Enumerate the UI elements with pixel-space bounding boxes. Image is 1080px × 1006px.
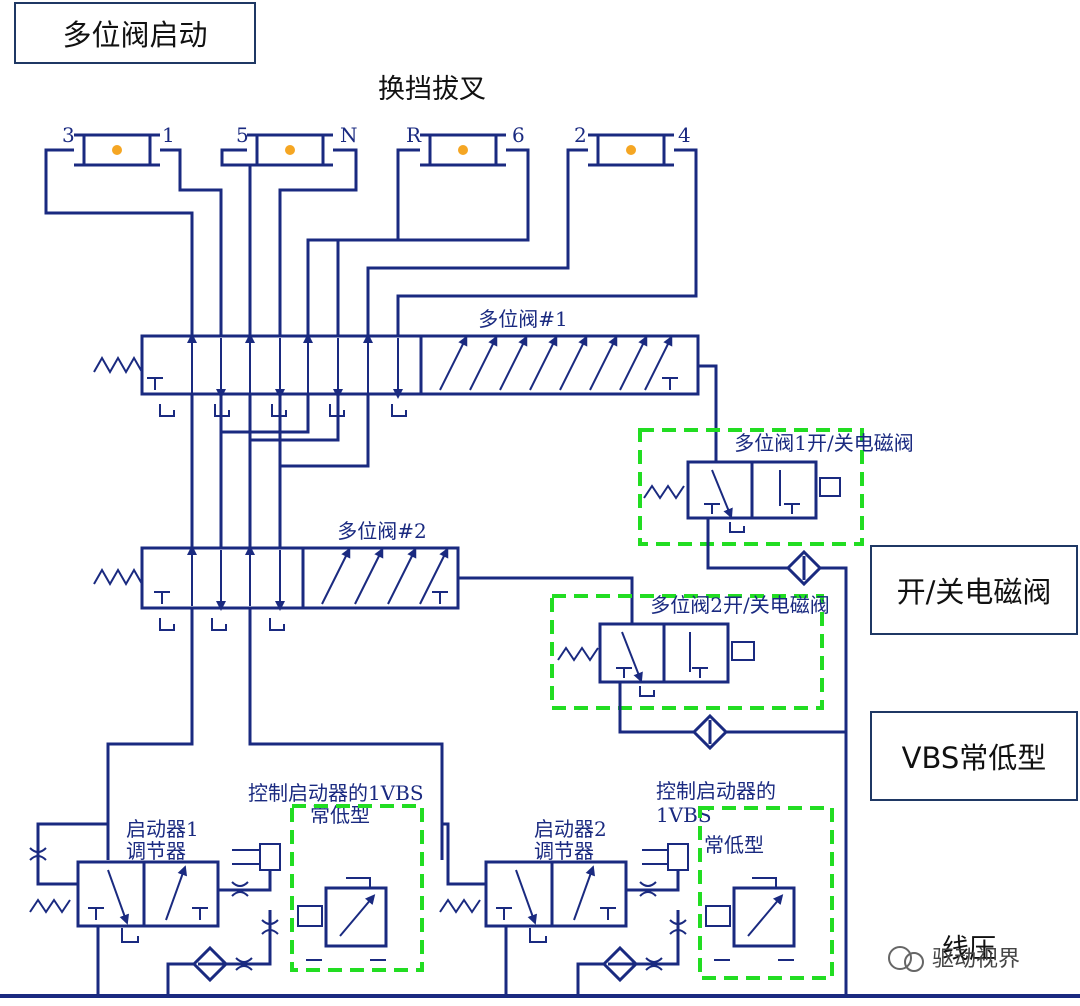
actuator-1-regulator: 启动器1 调节器 控制启动器的1VBS 常低型 xyxy=(29,781,424,996)
orifice-icon xyxy=(639,881,657,897)
fork-label-left: 3 xyxy=(62,123,75,147)
exhaust-ports xyxy=(159,618,285,631)
onoff-solenoid-callout: 开/关电磁阀 xyxy=(870,545,1078,635)
shift-fork-label: 换挡拔叉 xyxy=(378,74,486,105)
line-pressure-label: 线压 xyxy=(942,934,996,965)
title-callout: 多位阀启动 xyxy=(14,2,256,64)
actuator-2-vbs-line1: 控制启动器的 xyxy=(656,779,776,803)
shift-fork-3-1: 3 1 xyxy=(62,123,175,167)
accumulator-icon xyxy=(259,843,281,871)
filter-icon xyxy=(191,945,229,983)
port-dot-icon xyxy=(458,145,468,155)
fork-label-right: 6 xyxy=(512,123,525,147)
fork-label-right: 4 xyxy=(678,123,691,147)
mv2-onoff-solenoid: 多位阀2开/关电磁阀 xyxy=(550,593,846,751)
spring-icon xyxy=(93,355,143,375)
onoff-solenoid-callout-text: 开/关电磁阀 xyxy=(896,575,1052,609)
actuator-2-label-line2: 调节器 xyxy=(534,839,594,863)
accumulator-icon xyxy=(667,843,689,871)
spring-icon xyxy=(439,898,481,914)
actuator-2-label-line1: 启动器2 xyxy=(534,817,607,841)
multiplex-valve-2-label: 多位阀#2 xyxy=(337,519,426,543)
actuator-1-vbs-line1: 控制启动器的1VBS xyxy=(248,781,424,805)
coil-icon xyxy=(297,905,323,927)
feed-actuator-1 xyxy=(106,608,194,860)
mv1-onoff-solenoid: 多位阀1开/关电磁阀 xyxy=(638,428,914,996)
title-text: 多位阀启动 xyxy=(62,18,208,52)
actuator-2-vbs-line3: 常低型 xyxy=(704,833,764,857)
fork-piping xyxy=(44,148,698,340)
shift-fork-r-6: R 6 xyxy=(406,123,525,167)
fork-label-left: 5 xyxy=(236,123,249,147)
watermark: 驱动视界 xyxy=(888,946,1020,972)
port-dot-icon xyxy=(112,145,122,155)
filter-icon xyxy=(601,945,639,983)
fork-label-left: 2 xyxy=(574,123,587,147)
multiplex-valve-2: 多位阀#2 xyxy=(93,519,634,631)
fork-label-right: 1 xyxy=(162,123,175,147)
multiplex-valve-1-label: 多位阀#1 xyxy=(478,307,567,331)
mv2-onoff-solenoid-label: 多位阀2开/关电磁阀 xyxy=(650,593,829,617)
orifice-icon xyxy=(645,957,663,971)
coil-icon xyxy=(705,905,731,927)
port-dot-icon xyxy=(626,145,636,155)
actuator-1-label-line1: 启动器1 xyxy=(126,817,199,841)
wechat-icon xyxy=(888,946,912,970)
port-dot-icon xyxy=(285,145,295,155)
shift-fork-2-4: 2 4 xyxy=(574,123,691,167)
orifice-icon xyxy=(231,881,249,897)
actuator-1-label-line2: 调节器 xyxy=(126,839,186,863)
orifice-icon xyxy=(29,847,47,861)
vbs-callout-text: VBS常低型 xyxy=(901,741,1047,775)
filter-icon xyxy=(785,549,823,587)
spring-icon xyxy=(557,646,599,662)
shift-fork-5-n: 5 N xyxy=(236,123,358,167)
mv1-onoff-solenoid-label: 多位阀1开/关电磁阀 xyxy=(734,431,913,455)
fork-label-right: N xyxy=(340,123,358,147)
orifice-icon xyxy=(235,957,253,971)
crossover-piping xyxy=(190,364,718,552)
actuator-2-regulator: 启动器2 调节器 控制启动器的 1VBS 常低型 xyxy=(439,779,834,996)
multiplex-valve-1: 多位阀#1 xyxy=(93,307,700,417)
feed-actuator-2 xyxy=(248,608,444,860)
fork-label-left: R xyxy=(406,123,422,147)
coil-icon xyxy=(819,477,841,497)
vbs-callout: VBS常低型 xyxy=(870,711,1078,801)
coil-icon xyxy=(731,641,755,661)
spring-icon xyxy=(643,484,685,500)
filter-icon xyxy=(691,713,729,751)
watermark-text: 驱动视界 xyxy=(932,947,1020,972)
spring-icon xyxy=(29,898,71,914)
spring-icon xyxy=(93,567,143,587)
